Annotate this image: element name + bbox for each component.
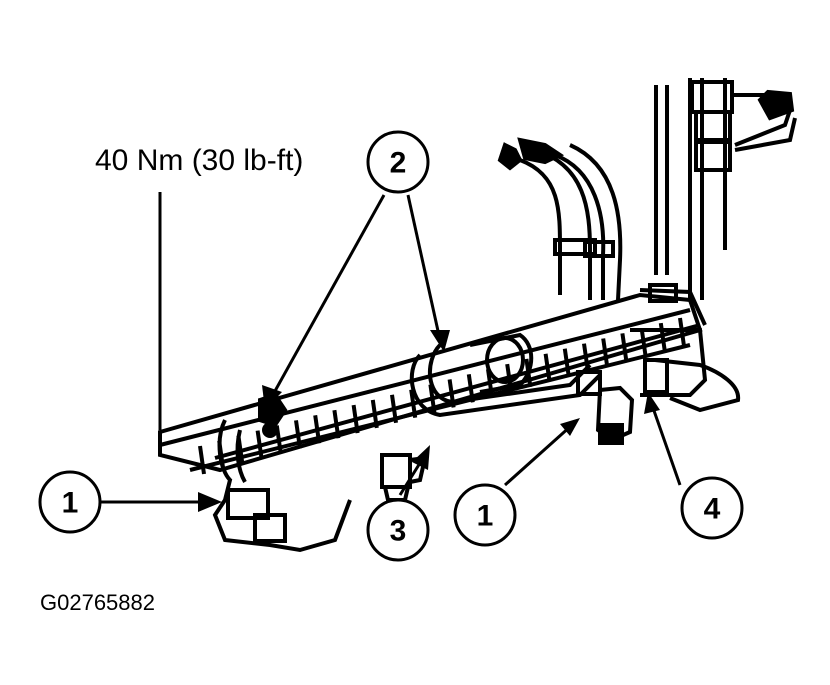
cooler-fin [562, 348, 571, 378]
cooler-fin [601, 338, 610, 367]
svg-text:3: 3 [390, 515, 407, 548]
right-fittings [576, 283, 741, 445]
leader-arrowheads [198, 330, 660, 512]
cooler-fin [639, 327, 648, 357]
cooler-fin [351, 404, 360, 434]
cooler-fin [370, 399, 379, 429]
cooler-fin [313, 414, 322, 444]
upper-hoses [497, 137, 623, 301]
cooler-fin [620, 333, 629, 362]
vertical-lines [654, 78, 727, 300]
cooler-fin [658, 322, 667, 352]
cooler-fin [543, 353, 552, 383]
cooler-fin [332, 409, 341, 439]
svg-text:4: 4 [704, 493, 721, 526]
figure-id: G02765882 [40, 590, 155, 615]
callout-2: 2 [366, 130, 430, 194]
svg-text:1: 1 [62, 487, 79, 520]
svg-text:2: 2 [390, 147, 407, 180]
callout-3: 3 [366, 498, 430, 562]
torque-label: 40 Nm (30 lb-ft) [95, 144, 303, 177]
cooler-fin [294, 420, 302, 449]
cooler-fin [198, 445, 206, 475]
cooler-fin [409, 389, 418, 418]
callout-1-right: 1 [453, 483, 517, 547]
cooler-fin [390, 394, 398, 424]
front-tube [409, 332, 602, 418]
upper-bracket [690, 80, 797, 172]
svg-text:1: 1 [477, 500, 494, 533]
callout-1-left: 1 [38, 470, 102, 534]
cooler-fin [255, 430, 264, 459]
leader-lines [100, 192, 682, 504]
callout-4: 4 [680, 476, 744, 540]
cooler-fin [428, 384, 437, 413]
